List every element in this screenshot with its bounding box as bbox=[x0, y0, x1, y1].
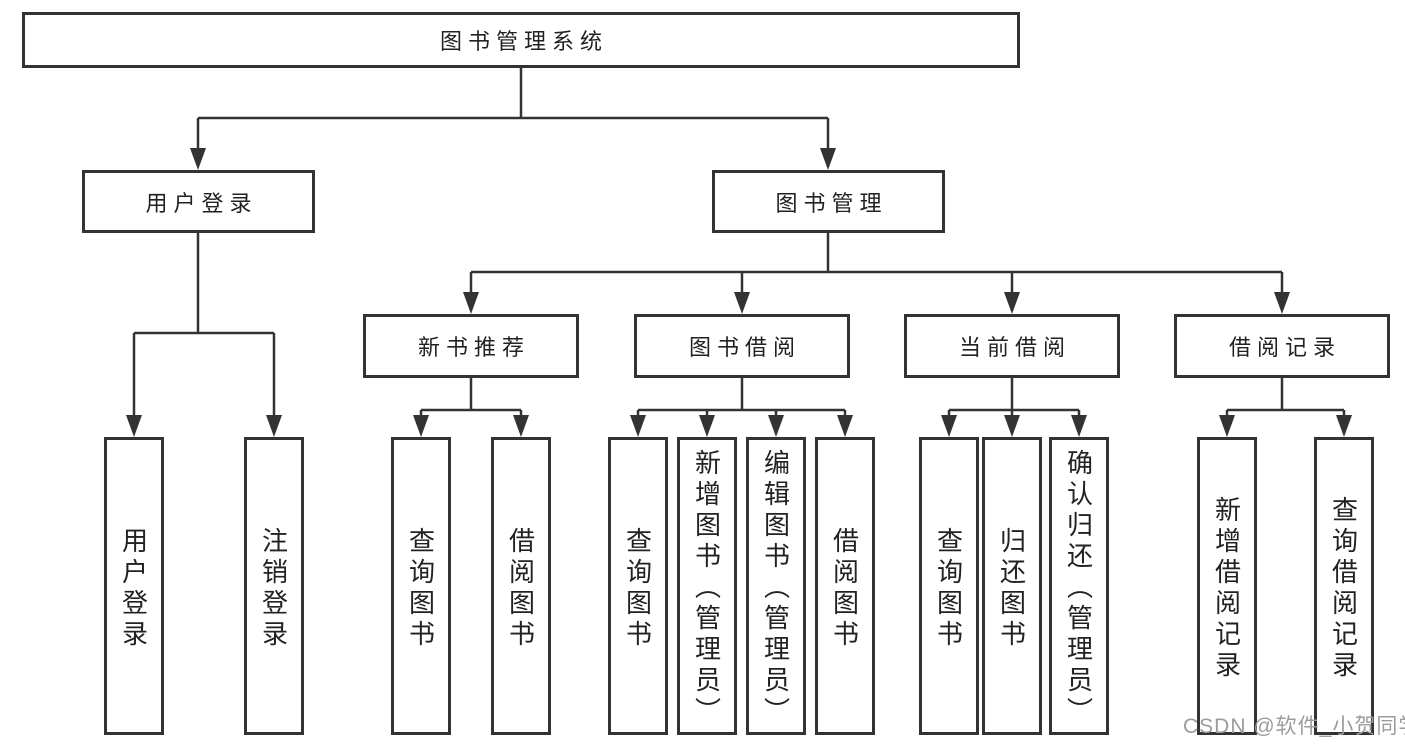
arrowhead bbox=[630, 415, 646, 437]
arrowhead bbox=[463, 292, 479, 314]
arrowhead bbox=[1219, 415, 1235, 437]
arrowhead bbox=[513, 415, 529, 437]
arrowhead bbox=[266, 415, 282, 437]
arrowhead bbox=[190, 148, 206, 170]
arrowhead bbox=[941, 415, 957, 437]
arrowhead bbox=[837, 415, 853, 437]
leaf-edit-book-admin: 编辑图书（管理员） bbox=[746, 437, 806, 735]
connector-current bbox=[947, 378, 1081, 417]
connector-recommend bbox=[419, 378, 523, 417]
arrowhead bbox=[1336, 415, 1352, 437]
node-borrow-records: 借阅记录 bbox=[1174, 314, 1390, 378]
connector-user-login bbox=[132, 233, 276, 417]
leaf-confirm-return-admin: 确认归还（管理员） bbox=[1049, 437, 1109, 735]
leaf-query-books-recommend: 查询图书 bbox=[391, 437, 451, 735]
node-current-borrow: 当前借阅 bbox=[904, 314, 1120, 378]
connector-borrow bbox=[636, 378, 847, 417]
arrowhead bbox=[126, 415, 142, 437]
connector-book-mgmt bbox=[469, 233, 1284, 294]
leaf-query-borrow-record: 查询借阅记录 bbox=[1314, 437, 1374, 735]
leaf-borrow-books: 借阅图书 bbox=[815, 437, 875, 735]
arrowhead bbox=[413, 415, 429, 437]
arrowhead bbox=[1004, 415, 1020, 437]
leaf-borrow-books-recommend: 借阅图书 bbox=[491, 437, 551, 735]
leaf-query-books-current: 查询图书 bbox=[919, 437, 979, 735]
connector-records bbox=[1225, 378, 1346, 417]
leaf-query-books-borrow: 查询图书 bbox=[608, 437, 668, 735]
node-library-system: 图书管理系统 bbox=[22, 12, 1020, 68]
arrowhead bbox=[699, 415, 715, 437]
watermark: CSDN @软件_小贺同学 bbox=[1183, 715, 1405, 738]
arrowhead bbox=[1274, 292, 1290, 314]
node-new-book-recommend: 新书推荐 bbox=[363, 314, 579, 378]
arrowhead bbox=[1071, 415, 1087, 437]
leaf-add-borrow-record: 新增借阅记录 bbox=[1197, 437, 1257, 735]
arrowhead bbox=[820, 148, 836, 170]
connector-root bbox=[196, 68, 830, 150]
arrowhead bbox=[1004, 292, 1020, 314]
node-user-login: 用户登录 bbox=[82, 170, 315, 233]
leaf-user-login: 用户登录 bbox=[104, 437, 164, 735]
leaf-logout: 注销登录 bbox=[244, 437, 304, 735]
arrowhead bbox=[734, 292, 750, 314]
node-book-borrow: 图书借阅 bbox=[634, 314, 850, 378]
arrowhead bbox=[768, 415, 784, 437]
node-book-management: 图书管理 bbox=[712, 170, 945, 233]
leaf-add-book-admin: 新增图书（管理员） bbox=[677, 437, 737, 735]
leaf-return-books: 归还图书 bbox=[982, 437, 1042, 735]
